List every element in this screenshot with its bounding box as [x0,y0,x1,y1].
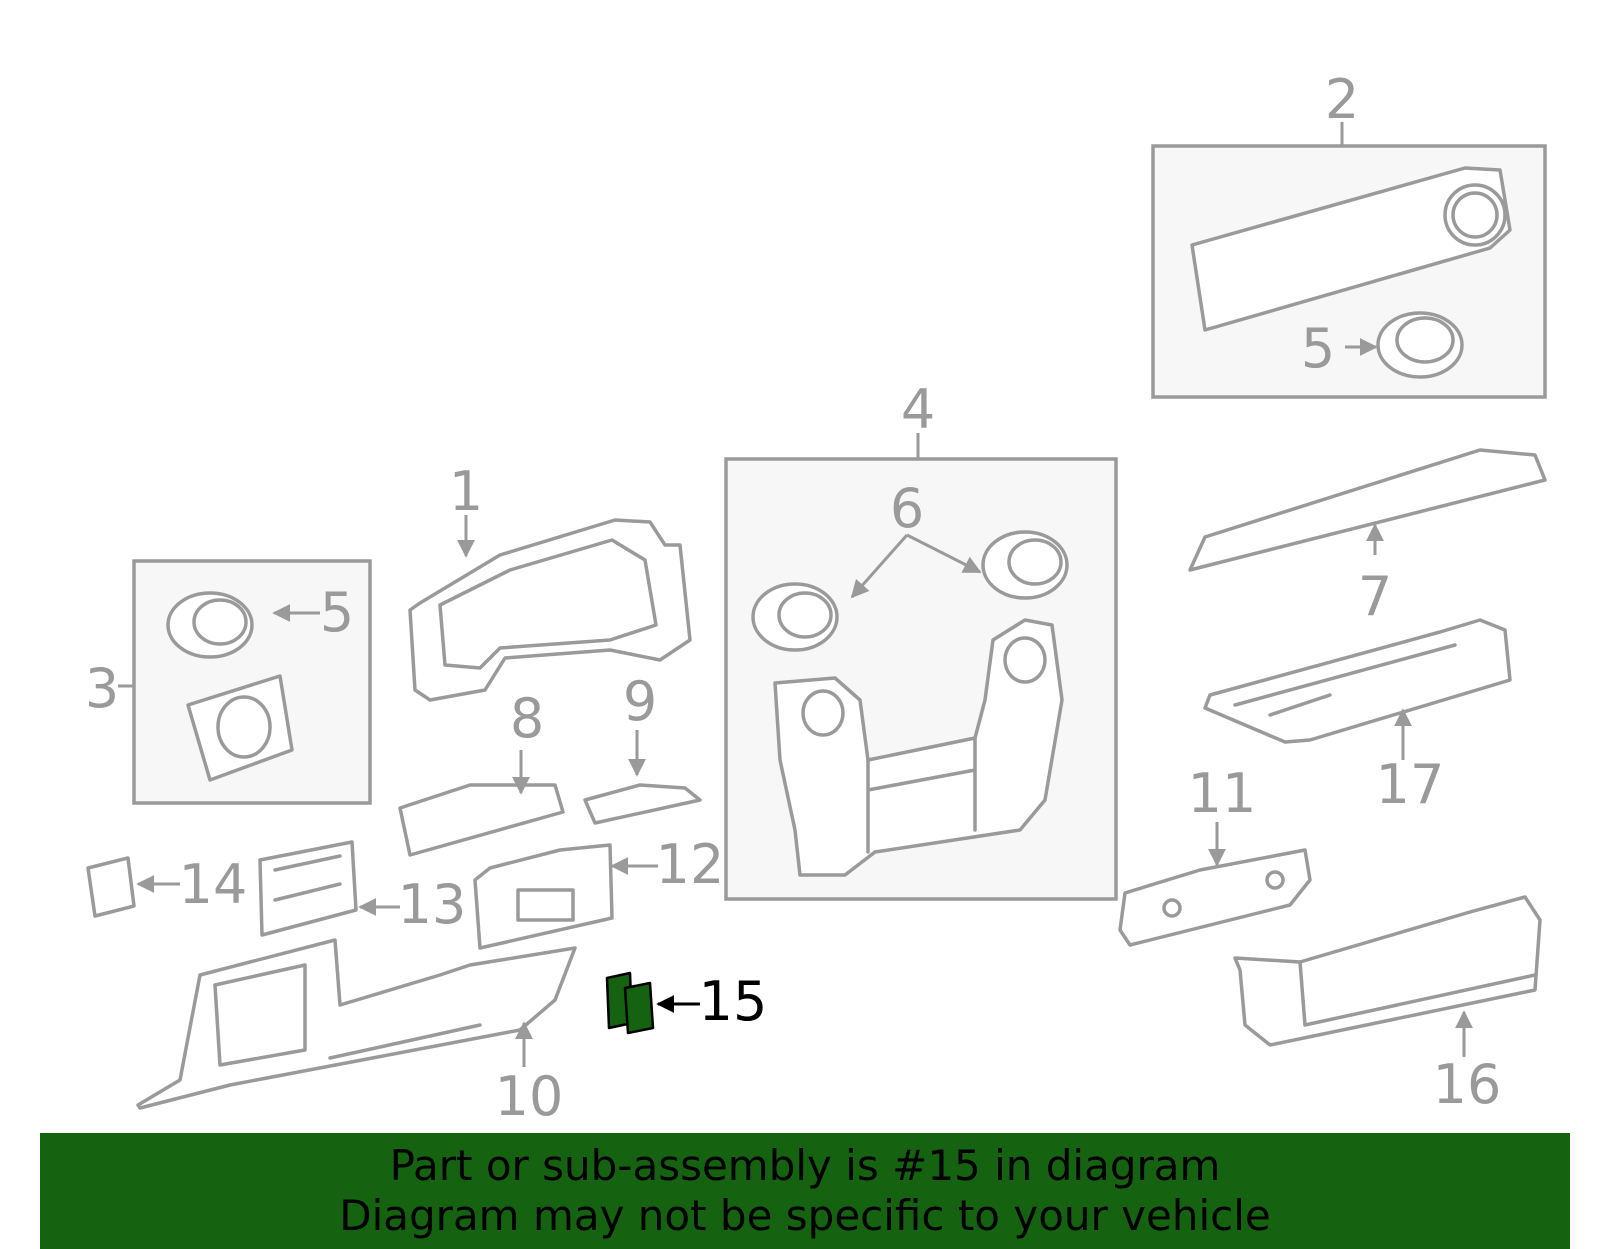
callout-1: 1 [449,460,483,523]
callout-2: 2 [1325,68,1359,131]
callout-17: 17 [1376,753,1445,816]
part-2-panel[interactable] [1190,166,1512,332]
callout-16: 16 [1433,1053,1502,1116]
group-box-2 [1151,122,1547,399]
part-6-vent-right[interactable] [981,530,1069,600]
part-11-control-panel[interactable] [1118,848,1312,947]
callout-15: 15 [699,970,768,1033]
part-17-tray[interactable] [1203,618,1512,744]
callout-5-b: 5 [1301,317,1335,380]
part-16-cover[interactable] [1233,895,1542,1047]
part-10-lower-panel[interactable] [136,938,577,1110]
callout-11: 11 [1188,762,1257,825]
part-4-center-panel[interactable] [773,618,1064,877]
callout-12: 12 [656,833,725,896]
callout-4: 4 [901,378,935,441]
callout-3: 3 [85,657,119,720]
part-5-vent-b[interactable] [1376,311,1464,379]
callout-5-a: 5 [320,581,354,644]
callout-6: 6 [890,477,924,540]
part-13-switch-cluster[interactable] [258,840,358,937]
callout-13: 13 [398,873,467,936]
group-box-4 [724,433,1118,901]
part-15-switch-highlighted[interactable] [605,971,655,1035]
callout-8: 8 [510,687,544,750]
group-box-3 [118,559,372,805]
part-7-trim-strip[interactable] [1188,448,1547,572]
part-1-cluster-bezel[interactable] [408,518,692,702]
callout-14: 14 [179,853,248,916]
part-5-vent-a[interactable] [166,591,254,659]
part-3-bezel[interactable] [186,674,294,782]
part-6-vent-left[interactable] [751,582,839,652]
banner-line-1: Part or sub-assembly is #15 in diagram [389,1141,1221,1190]
part-14-switch[interactable] [86,856,136,918]
part-9-cover[interactable] [583,783,702,825]
callout-9: 9 [623,670,657,733]
callout-10: 10 [495,1065,564,1128]
callout-7: 7 [1358,565,1392,628]
part-12-switch-panel[interactable] [473,843,614,950]
part-8-switch-trim[interactable] [398,783,565,857]
info-banner: Part or sub-assembly is #15 in diagram D… [40,1133,1570,1249]
banner-line-2: Diagram may not be specific to your vehi… [339,1191,1271,1240]
